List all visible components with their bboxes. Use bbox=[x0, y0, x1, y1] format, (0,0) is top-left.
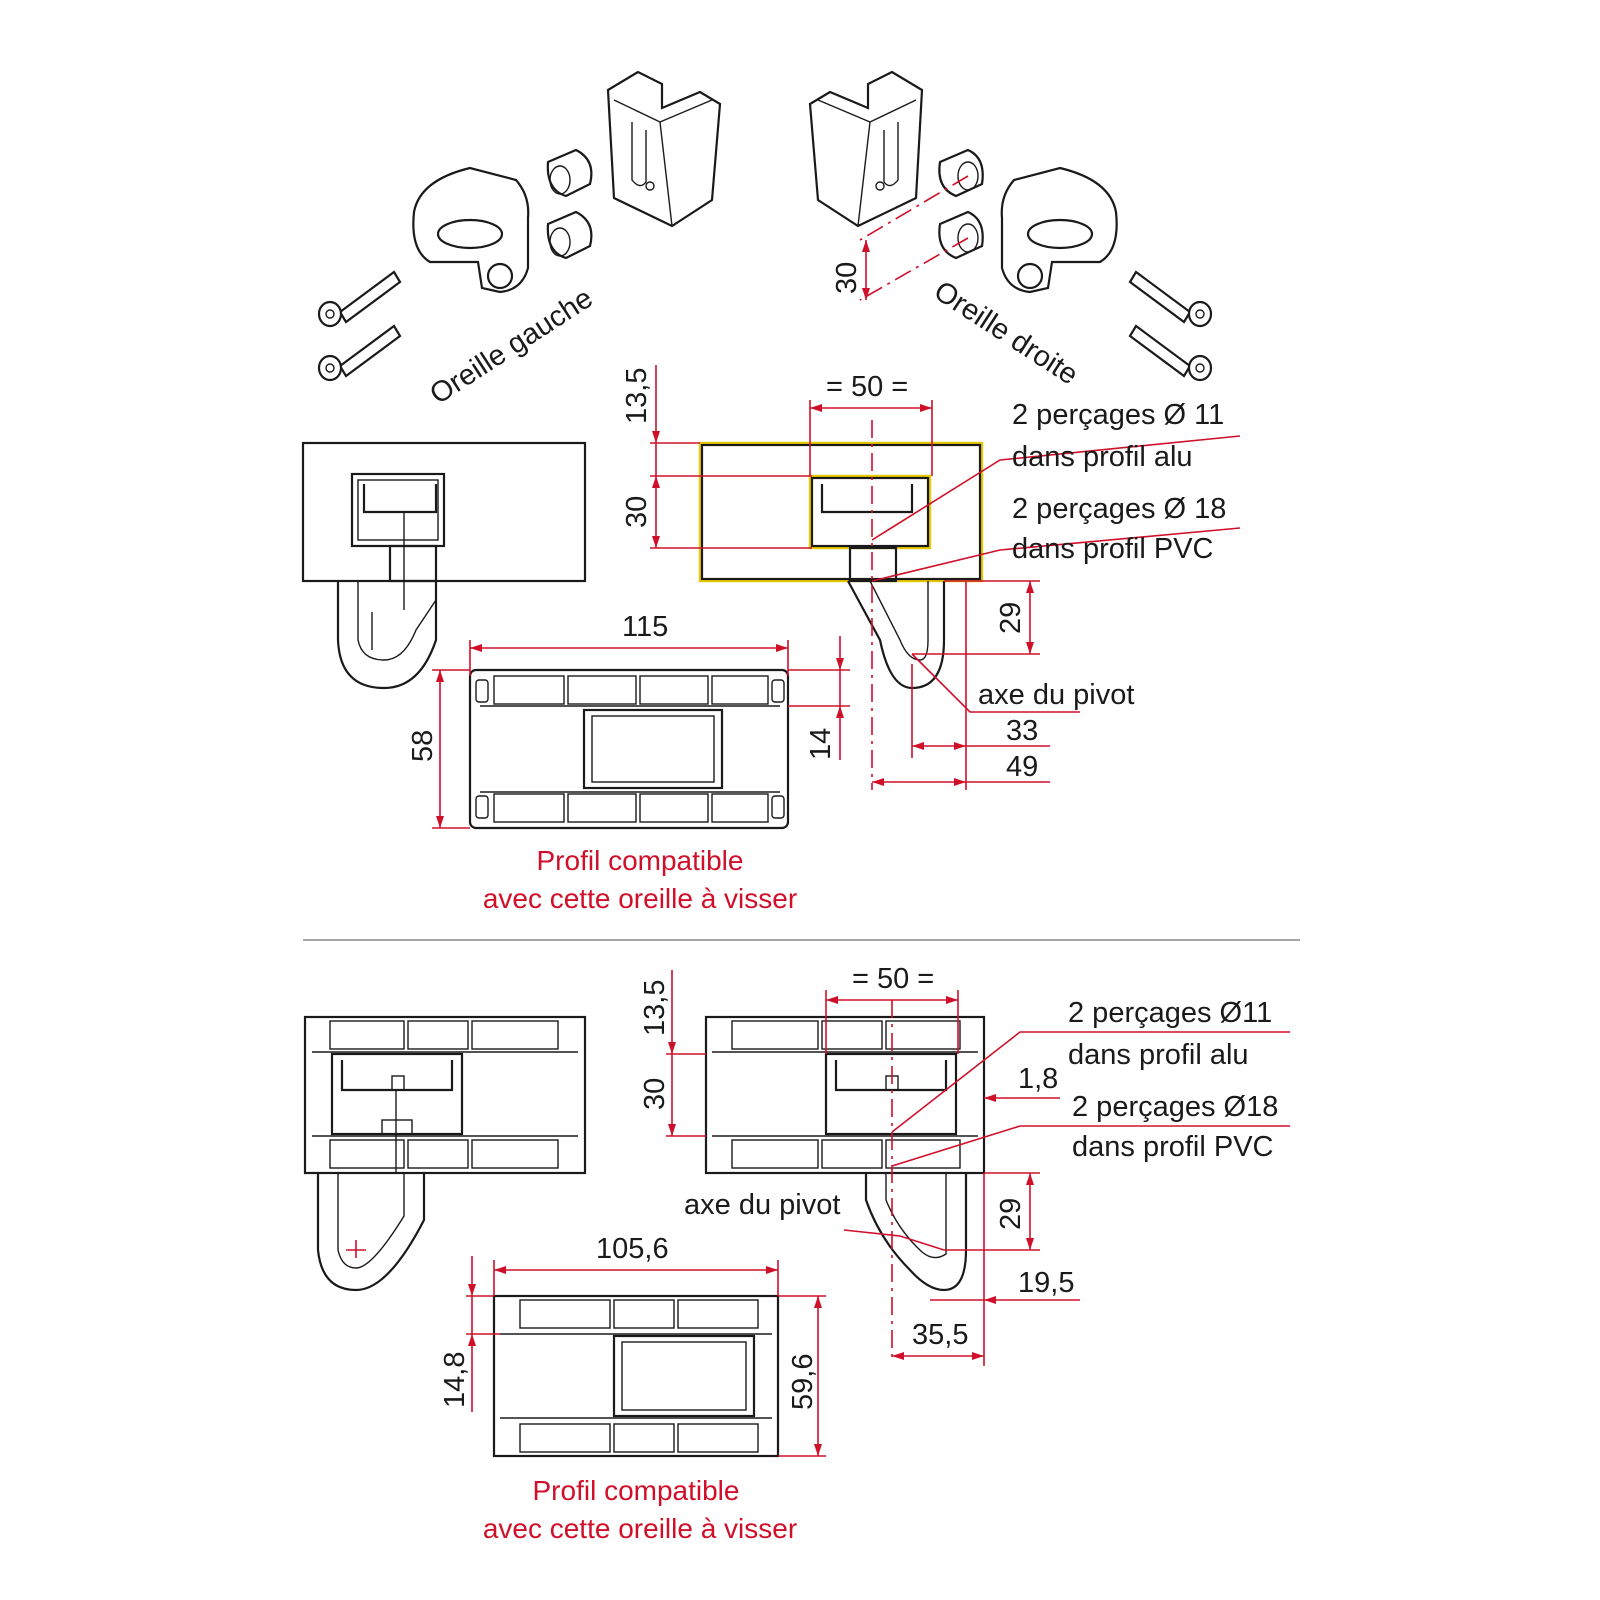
top-dim-13-5: 13,5 bbox=[621, 368, 653, 424]
bottom-caption-line2: avec cette oreille à visser bbox=[483, 1513, 797, 1544]
bottom-hole-alu-line2: dans profil alu bbox=[1068, 1039, 1249, 1071]
bottom-dim-59-6: 59,6 bbox=[787, 1354, 819, 1410]
dim-30-iso: 30 bbox=[831, 262, 863, 294]
top-dim-30: 30 bbox=[621, 496, 653, 528]
top-dim-58: 58 bbox=[407, 730, 439, 762]
bottom-hole-pvc-line2: dans profil PVC bbox=[1072, 1131, 1274, 1163]
bottom-hole-alu-line1: 2 perçages Ø11 bbox=[1068, 997, 1272, 1029]
bottom-hole-pvc-line1: 2 perçages Ø18 bbox=[1072, 1091, 1278, 1123]
bottom-caption-line1: Profil compatible bbox=[533, 1475, 740, 1506]
bottom-dim-29: 29 bbox=[995, 1198, 1027, 1230]
bottom-dim-19-5: 19,5 bbox=[1018, 1267, 1074, 1299]
top-dim-29: 29 bbox=[995, 602, 1027, 634]
top-hole-pvc-line2: dans profil PVC bbox=[1012, 533, 1214, 565]
top-left-ear-front-view bbox=[301, 441, 587, 690]
bottom-dim-14-8: 14,8 bbox=[439, 1352, 471, 1408]
top-dim-50: = 50 = bbox=[826, 371, 908, 403]
bottom-right-ear-front-view bbox=[666, 970, 1290, 1366]
right-ear-exploded-view bbox=[808, 70, 1213, 382]
top-caption-line1: Profil compatible bbox=[537, 845, 744, 876]
bottom-profile-section bbox=[466, 1256, 826, 1458]
bottom-dim-13-5: 13,5 bbox=[639, 980, 671, 1036]
bottom-dim-105-6: 105,6 bbox=[596, 1233, 669, 1265]
top-pivot-axis: axe du pivot bbox=[978, 679, 1134, 711]
left-ear-label: Oreille gauche bbox=[424, 282, 598, 411]
top-dim-115: 115 bbox=[622, 611, 668, 643]
top-hole-alu-line2: dans profil alu bbox=[1012, 441, 1193, 473]
top-hole-pvc-line1: 2 perçages Ø 18 bbox=[1012, 493, 1226, 525]
left-ear-exploded-view bbox=[317, 70, 722, 382]
top-caption-line2: avec cette oreille à visser bbox=[483, 883, 797, 914]
bottom-left-ear-front-view bbox=[303, 1015, 587, 1292]
right-ear-label: Oreille droite bbox=[928, 275, 1083, 391]
top-dim-49: 49 bbox=[1006, 751, 1038, 783]
bottom-dim-50: = 50 = bbox=[852, 963, 934, 995]
bottom-dim-1-8: 1,8 bbox=[1018, 1063, 1058, 1095]
top-dim-14: 14 bbox=[805, 728, 837, 760]
top-dim-33: 33 bbox=[1006, 715, 1038, 747]
bottom-dim-35-5: 35,5 bbox=[912, 1319, 968, 1351]
top-right-ear-front-view bbox=[650, 365, 1241, 790]
bottom-pivot-axis: axe du pivot bbox=[684, 1189, 840, 1221]
top-hole-alu-line1: 2 perçages Ø 11 bbox=[1012, 399, 1224, 431]
bottom-dim-30: 30 bbox=[639, 1078, 671, 1110]
top-profile-section bbox=[432, 636, 850, 830]
